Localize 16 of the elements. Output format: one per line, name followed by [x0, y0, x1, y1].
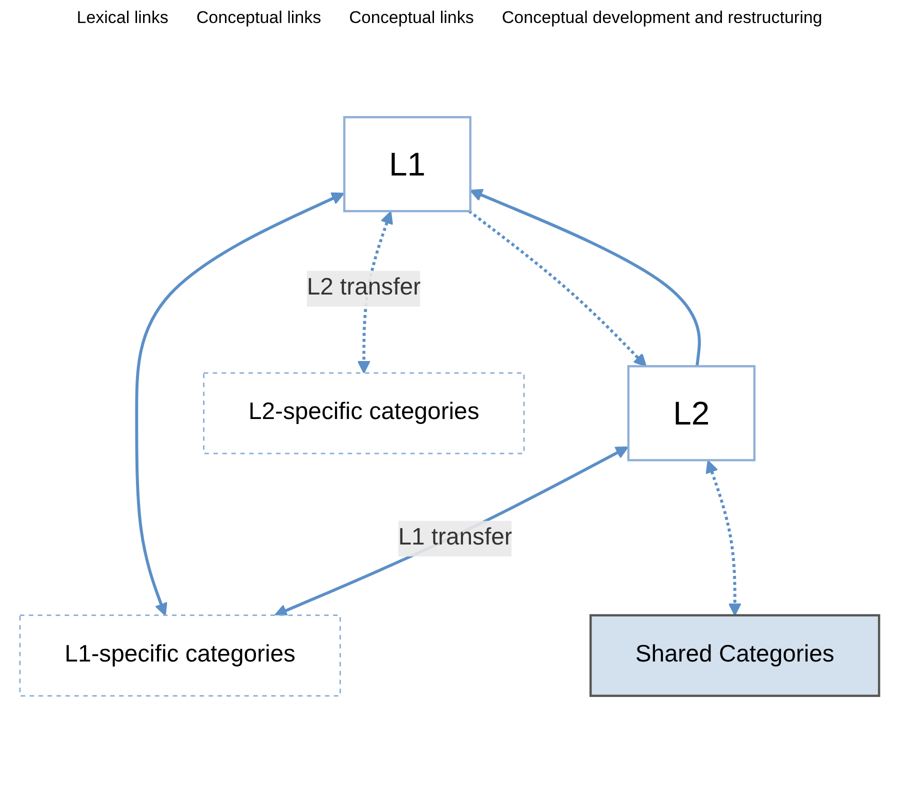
edge-label: L1 transfer	[398, 525, 512, 551]
arrow	[468, 210, 647, 367]
note-text: Lexical links	[76, 8, 168, 28]
note-text: Conceptual links	[349, 8, 474, 28]
node-box: L2	[627, 365, 756, 462]
arrow	[706, 460, 742, 616]
note-text: Conceptual links	[196, 8, 322, 28]
node-box: L1	[343, 116, 472, 212]
note-text: Conceptual development and restructuring	[502, 8, 822, 28]
edge-label: L2 transfer	[306, 275, 421, 301]
node-box: L1-specific categories	[19, 614, 341, 697]
arrow	[274, 446, 628, 617]
arrow	[135, 192, 344, 616]
arrow	[470, 188, 701, 366]
node-box: Shared Categories	[590, 614, 880, 697]
node-box: L2-specific categories	[203, 372, 525, 454]
